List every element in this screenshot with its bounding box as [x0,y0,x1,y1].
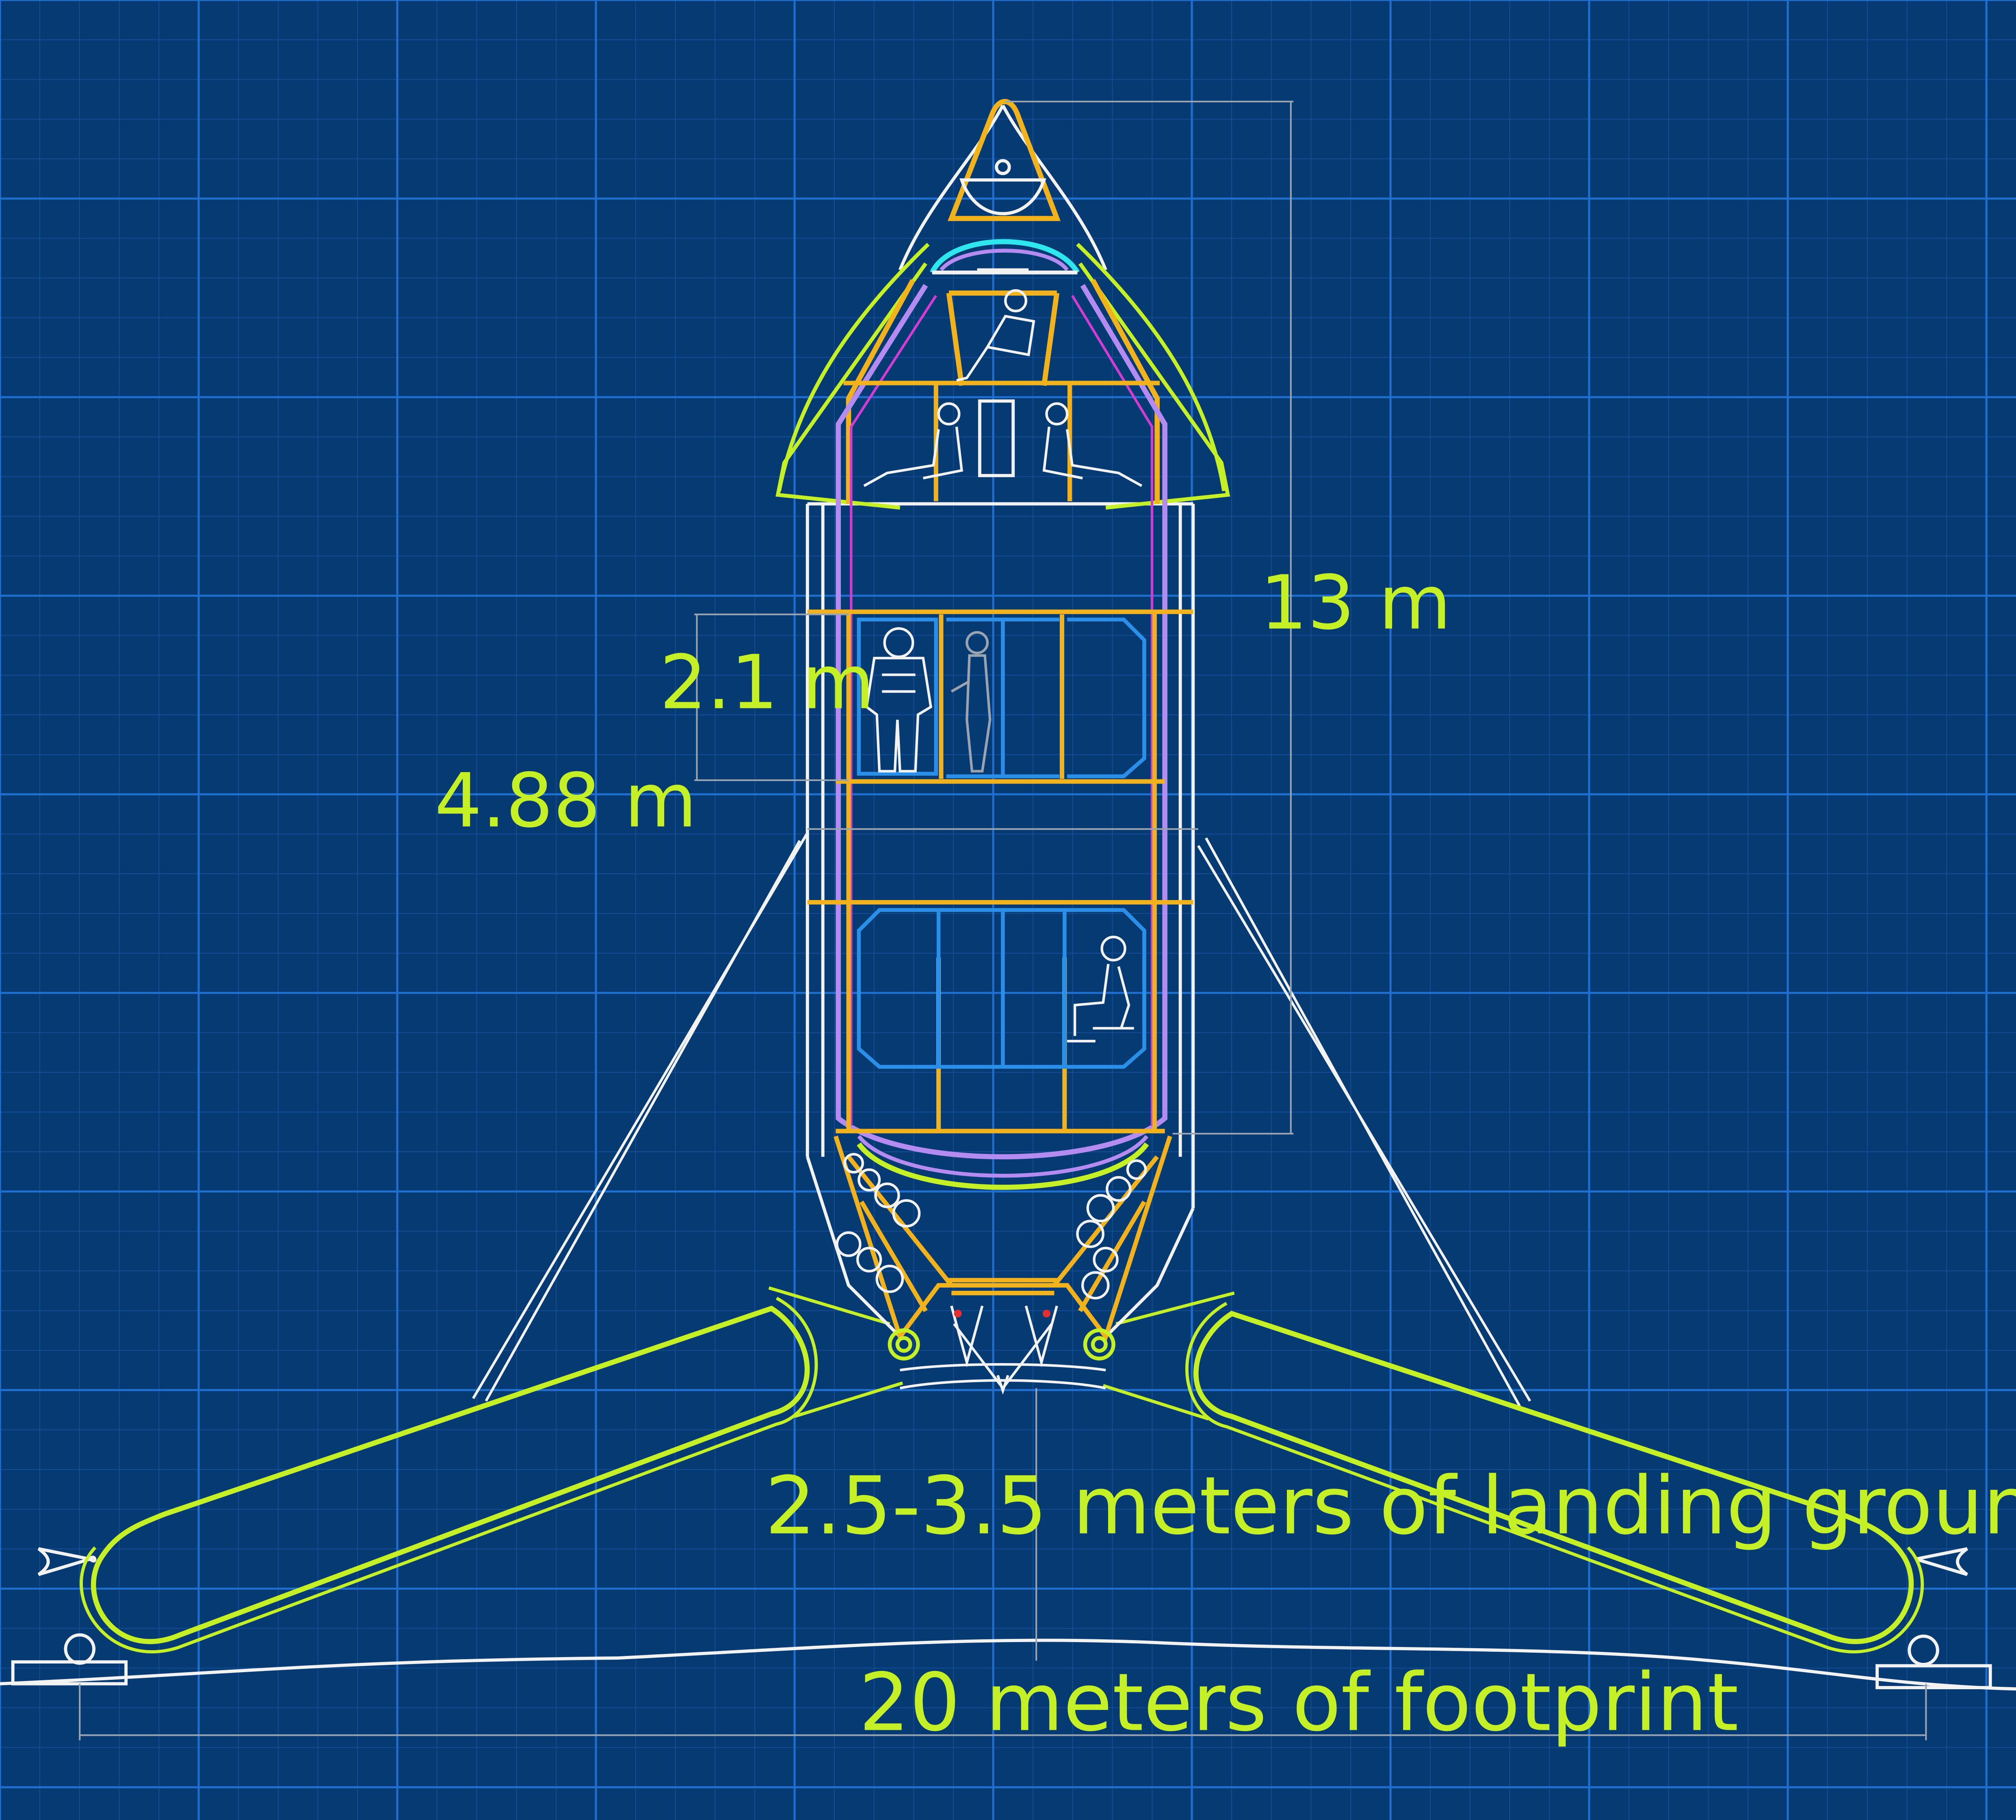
ground-clearance-label: 2.5-3.5 meters of landing ground clearan… [765,1460,2016,1552]
footprint-label: 20 meters of footprint [859,1656,1739,1749]
engine-flames [954,1309,1050,1318]
pilot-figure-top [956,289,1035,382]
window-dome [930,239,1080,275]
propellant-tanks [836,1153,1147,1300]
left-landing-leg [80,1286,903,1653]
spacesuit-figure [865,627,933,773]
pilot-figure-right [1042,402,1143,487]
cockpit-console [978,399,1015,477]
right-foot-pad [1875,1634,1992,1690]
docking-hatch [959,159,1046,272]
left-landing-thruster-icon [37,1547,97,1576]
nose-cone [846,99,1160,504]
deck-frames [807,381,1193,1134]
pilot-figure-left [863,402,964,487]
seated-person-figure [1067,935,1134,1043]
height-dimension-label: 13 m [1260,560,1451,646]
dimension-lines [79,100,1927,1740]
left-foot-pad [11,1633,128,1686]
propellant-bulkhead [857,1135,1149,1190]
upper-deck-interior [857,617,1146,779]
standing-person-figure [951,631,992,773]
landing-struts [472,832,1531,1407]
diameter-dimension-label: 4.88 m [435,758,697,844]
leg-pivots [888,1328,1115,1361]
ground-line [0,1638,2016,1691]
right-landing-thruster-icon [1915,1547,1968,1576]
deck-height-dimension-label: 2.1 m [660,640,875,726]
right-landing-leg [1102,1291,1924,1653]
engine-nozzles [900,1305,1106,1395]
engine-section [834,1135,1172,1342]
lower-deck-interior [857,908,1146,1069]
